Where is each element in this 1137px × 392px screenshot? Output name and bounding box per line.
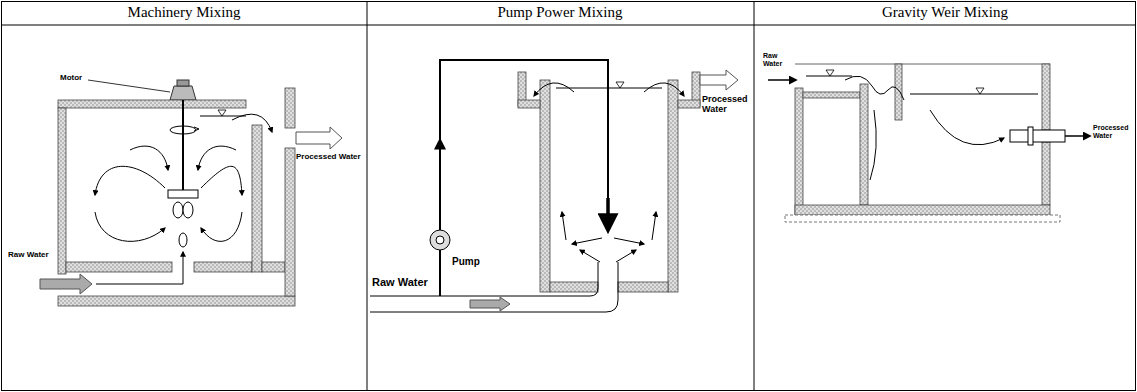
part-label: Motor (60, 73, 82, 82)
flow-label: Processed Water (1093, 124, 1131, 140)
column-header: Pump Power Mixing (497, 4, 622, 21)
flow-label: Raw Water (8, 250, 49, 259)
column-header: Machinery Mixing (128, 4, 241, 21)
flow-label: Raw Water (763, 52, 795, 68)
flow-label: Processed Water (296, 152, 361, 161)
flow-label: Raw Water (372, 276, 428, 289)
flow-label: Processed Water (702, 94, 750, 115)
column-header: Gravity Weir Mixing (882, 4, 1008, 21)
machinery-mixer (40, 80, 342, 306)
part-label: Pump (452, 256, 480, 268)
pump-mixer (370, 60, 738, 312)
weir-mixer (768, 64, 1090, 222)
